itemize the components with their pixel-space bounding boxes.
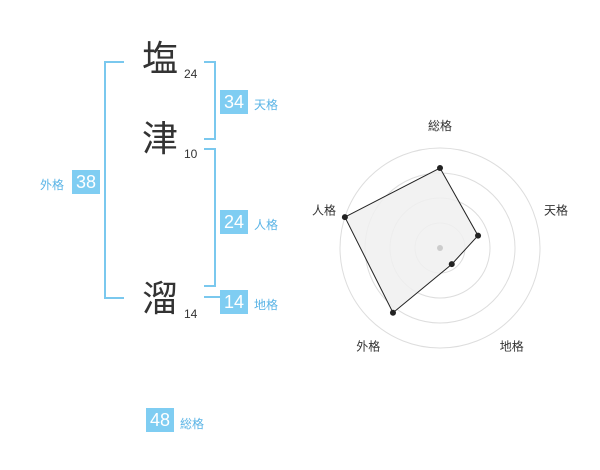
stroke-count-2: 10 — [184, 147, 198, 161]
jinkaku-bracket — [204, 148, 216, 287]
gaikaku-value: 38 — [72, 170, 100, 194]
soukaku-label: 総格 — [180, 417, 205, 431]
radar-axis-label-4: 外格 — [356, 339, 380, 354]
radar-center-dot — [437, 245, 443, 251]
radar-point-4 — [389, 309, 396, 316]
radar-data-polygon — [344, 167, 479, 314]
tenkaku-label: 天格 — [254, 98, 279, 112]
name-char-2: 津 — [142, 119, 179, 160]
tenkaku-value: 34 — [220, 90, 248, 114]
radar-axis-label-1: 総格 — [428, 118, 452, 133]
stroke-count-3: 14 — [184, 307, 198, 321]
name-char-1: 塩 — [142, 39, 179, 80]
gaikaku-bracket — [104, 61, 124, 299]
jinkaku-label: 人格 — [254, 218, 279, 232]
radar-axis-label-5: 人格 — [312, 202, 336, 217]
radar-point-5 — [341, 214, 348, 221]
radar-grid-ring — [339, 147, 541, 349]
stroke-count-1: 24 — [184, 67, 198, 81]
tenkaku-bracket — [204, 61, 216, 140]
jinkaku-value: 24 — [220, 210, 248, 234]
radar-axis-label-2: 天格 — [544, 202, 568, 217]
radar-point-3 — [448, 261, 455, 268]
chikaku-label: 地格 — [254, 298, 279, 312]
soukaku-value: 48 — [146, 408, 174, 432]
chikaku-connector — [204, 296, 220, 298]
gaikaku-label: 外格 — [40, 178, 65, 192]
chikaku-value: 14 — [220, 290, 248, 314]
radar-axis-label-3: 地格 — [500, 339, 524, 354]
name-char-3: 溜 — [142, 279, 179, 320]
radar-point-1 — [437, 165, 443, 171]
radar-point-2 — [475, 232, 482, 239]
